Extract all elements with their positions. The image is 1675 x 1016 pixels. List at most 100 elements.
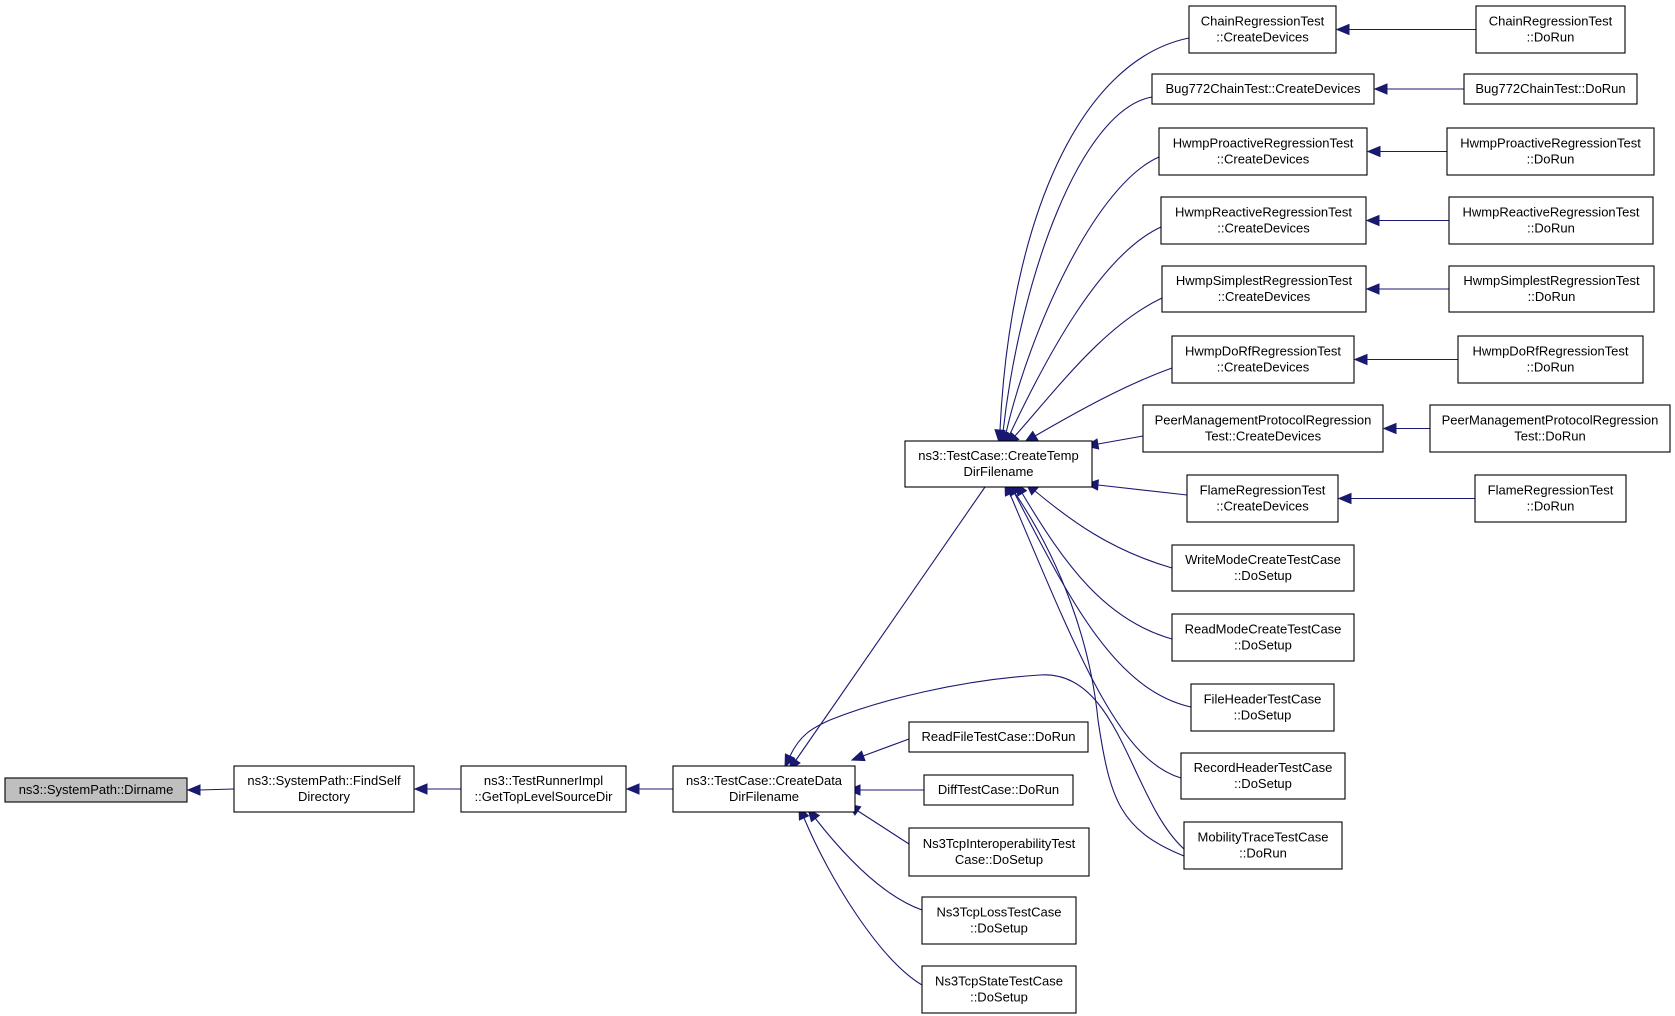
node-label: HwmpProactiveRegressionTest [1173,136,1354,151]
edge-findself-to-dirname [186,784,235,796]
node-box [460,765,627,813]
node-readfile[interactable]: ReadFileTestCase::DoRun [908,721,1089,753]
edge-peer_cd-to-createtemp [1084,435,1144,450]
arrowhead [1337,492,1352,505]
node-box [1190,683,1335,732]
node-label: ::DoRun [1527,360,1575,375]
edge-line [1097,484,1188,496]
node-label: Ns3TcpInteroperabilityTest [923,836,1076,851]
node-box [233,765,415,813]
arrowhead [413,783,428,795]
node-state[interactable]: Ns3TcpStateTestCase::DoSetup [921,965,1077,1014]
node-box [1448,196,1654,245]
node-label: HwmpDoRfRegressionTest [1185,344,1341,359]
node-label: FileHeaderTestCase [1204,692,1322,707]
node-label: ::DoRun [1527,152,1575,167]
node-chain_cd[interactable]: ChainRegressionTest::CreateDevices [1188,5,1337,54]
edge-line [803,817,923,986]
edge-mobility-to-createdata [784,674,1185,850]
node-box [1448,265,1655,313]
edge-line [198,788,235,791]
edge-bug772_run-to-bug772_cd [1373,83,1464,95]
node-label: Test::DoRun [1514,429,1586,444]
node-label: ::DoRun [1527,221,1575,236]
node-box [1171,613,1355,662]
node-label: ::DoRun [1239,846,1287,861]
node-box [1446,127,1655,176]
node-hdorf_cd[interactable]: HwmpDoRfRegressionTest::CreateDevices [1171,335,1355,384]
node-recordhdr[interactable]: RecordHeaderTestCase::DoSetup [1180,752,1346,800]
edge-line [1034,490,1173,569]
node-label: HwmpReactiveRegressionTest [1462,205,1639,220]
edge-hsim_run-to-hsim_cd [1365,283,1449,295]
node-label: ::DoRun [1528,289,1576,304]
edge-difftest-to-createdata [846,784,924,796]
node-peer_run[interactable]: PeerManagementProtocolRegressionTest::Do… [1429,404,1671,453]
node-box [921,965,1077,1014]
node-hpro_cd[interactable]: HwmpProactiveRegressionTest::CreateDevic… [1158,127,1368,176]
node-box [1457,335,1644,384]
node-mobility[interactable]: MobilityTraceTestCase::DoRun [1183,821,1343,870]
arrowhead [186,784,201,796]
node-label: Ns3TcpStateTestCase [935,974,1063,989]
edge-writemode-to-createtemp [1025,482,1173,569]
nodes-layer: ns3::SystemPath::Dirname ns3::SystemPath:… [4,5,1671,1014]
edge-hrea_cd-to-createtemp [1004,226,1162,447]
node-hrea_run[interactable]: HwmpReactiveRegressionTest::DoRun [1448,196,1654,245]
node-label: HwmpSimplestRegressionTest [1176,273,1353,288]
node-hrea_cd[interactable]: HwmpReactiveRegressionTest::CreateDevice… [1160,196,1367,245]
edge-line [1097,435,1144,445]
edge-line [999,37,1190,431]
node-label: HwmpReactiveRegressionTest [1175,205,1352,220]
arrowhead [1365,283,1380,295]
node-label: ::DoRun [1527,499,1575,514]
node-box [1188,5,1337,54]
node-hsim_run[interactable]: HwmpSimplestRegressionTest::DoRun [1448,265,1655,313]
edge-line [1021,492,1173,640]
node-box [1158,127,1368,176]
edge-chain_run-to-chain_cd [1335,23,1476,36]
node-label: ::CreateDevices [1217,152,1310,167]
node-box [1160,196,1367,245]
node-dirname[interactable]: ns3::SystemPath::Dirname [4,777,188,803]
node-label: PeerManagementProtocolRegression [1442,413,1659,428]
edge-hrea_run-to-hrea_cd [1365,214,1449,227]
node-box [1186,474,1339,523]
node-box [1183,821,1343,870]
arrowhead [1335,23,1350,36]
node-loss[interactable]: Ns3TcpLossTestCase::DoSetup [921,896,1077,945]
node-box [1474,474,1627,523]
node-difftest[interactable]: DiffTestCase::DoRun [923,774,1074,806]
edge-line [1014,297,1163,437]
edge-flame_run-to-flame_cd [1337,492,1475,505]
edge-hdorf_run-to-hdorf_cd [1353,353,1458,366]
node-bug772_run[interactable]: Bug772ChainTest::DoRun [1463,73,1638,105]
node-flame_cd[interactable]: FlameRegressionTest::CreateDevices [1186,474,1339,523]
node-flame_run[interactable]: FlameRegressionTest::DoRun [1474,474,1627,523]
node-hpro_run[interactable]: HwmpProactiveRegressionTest::DoRun [1446,127,1655,176]
node-label: ReadFileTestCase::DoRun [922,729,1076,744]
node-label: DiffTestCase::DoRun [938,782,1059,797]
edge-line [862,738,910,757]
edge-line [795,486,986,761]
node-box [1475,5,1626,54]
node-label: ::GetTopLevelSourceDir [474,789,613,804]
node-writemode[interactable]: WriteModeCreateTestCase::DoSetup [1171,544,1355,592]
node-gettop[interactable]: ns3::TestRunnerImpl::GetTopLevelSourceDi… [460,765,627,813]
edge-line [789,674,1185,850]
node-peer_cd[interactable]: PeerManagementProtocolRegressionTest::Cr… [1142,404,1384,453]
node-readmode[interactable]: ReadModeCreateTestCase::DoSetup [1171,613,1355,662]
node-chain_run[interactable]: ChainRegressionTest::DoRun [1475,5,1626,54]
node-hdorf_run[interactable]: HwmpDoRfRegressionTest::DoRun [1457,335,1644,384]
node-bug772_cd[interactable]: Bug772ChainTest::CreateDevices [1151,73,1375,105]
arrowhead [1373,83,1388,95]
node-filehdr[interactable]: FileHeaderTestCase::DoSetup [1190,683,1335,732]
node-hsim_cd[interactable]: HwmpSimplestRegressionTest::CreateDevice… [1161,265,1367,313]
edge-createdata-to-gettop [625,783,673,795]
node-label: Ns3TcpLossTestCase [937,905,1062,920]
